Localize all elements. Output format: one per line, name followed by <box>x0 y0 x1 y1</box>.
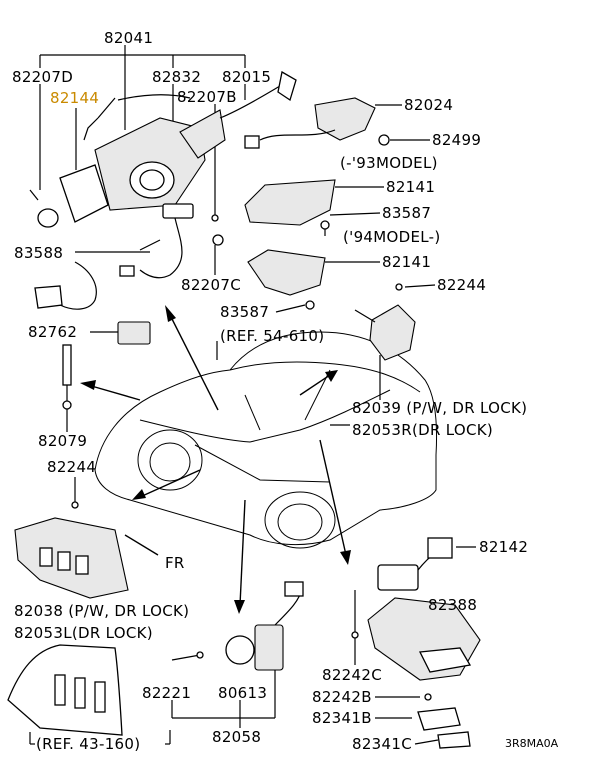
label-82341B[interactable]: 82341B <box>312 709 372 727</box>
label-82762[interactable]: 82762 <box>28 323 77 341</box>
label-82142[interactable]: 82142 <box>479 538 528 556</box>
switch-panel-82141-bottom <box>247 249 403 310</box>
window-switch-left-82038 <box>14 501 129 599</box>
label-80613[interactable]: 80613 <box>218 684 267 702</box>
relay-82039 <box>354 304 416 361</box>
label-82499[interactable]: 82499 <box>432 131 481 149</box>
label-82058[interactable]: 82058 <box>212 728 261 746</box>
door-switch-82058 <box>196 581 304 671</box>
diagram-code: 3R8MA0A <box>505 737 559 750</box>
pointer-arrows <box>80 305 351 614</box>
label-model-93: (-'93MODEL) <box>340 154 438 172</box>
label-82079[interactable]: 82079 <box>38 432 87 450</box>
label-82341C[interactable]: 82341C <box>352 735 412 753</box>
cruise-switch-82024 <box>244 97 390 149</box>
switch-bezel-43-160 <box>7 644 123 736</box>
switch-panel-82141-top <box>244 179 336 236</box>
label-82039[interactable]: 82039 (P/W, DR LOCK) <box>352 399 527 417</box>
label-82244-b[interactable]: 82244 <box>47 458 96 476</box>
label-82024[interactable]: 82024 <box>404 96 453 114</box>
label-82207B[interactable]: 82207B <box>177 88 237 106</box>
label-82015[interactable]: 82015 <box>222 68 271 86</box>
label-ref-43-160[interactable]: (REF. 43-160) <box>36 735 140 753</box>
label-82207C[interactable]: 82207C <box>181 276 241 294</box>
label-82244-a[interactable]: 82244 <box>437 276 486 294</box>
label-ref-54-610[interactable]: (REF. 54-610) <box>220 327 324 345</box>
label-82242C[interactable]: 82242C <box>322 666 382 684</box>
label-83588[interactable]: 83588 <box>14 244 63 262</box>
label-82141-a[interactable]: 82141 <box>386 178 435 196</box>
label-83587-a[interactable]: 83587 <box>382 204 431 222</box>
label-82141-b[interactable]: 82141 <box>382 253 431 271</box>
room-lamp-82388 <box>351 537 481 749</box>
label-82053R[interactable]: 82053R(DR LOCK) <box>352 421 493 439</box>
label-82388[interactable]: 82388 <box>428 596 477 614</box>
label-82041[interactable]: 82041 <box>104 29 153 47</box>
label-82144[interactable]: 82144 <box>50 89 99 107</box>
part-labels: 82041 82207D 82832 82015 82144 82207B 82… <box>12 29 559 753</box>
label-82832[interactable]: 82832 <box>152 68 201 86</box>
label-83587-b[interactable]: 83587 <box>220 303 269 321</box>
combination-switch-assembly <box>29 70 297 279</box>
label-front-direction: FR <box>165 554 185 572</box>
label-82038[interactable]: 82038 (P/W, DR LOCK) <box>14 602 189 620</box>
label-82207D[interactable]: 82207D <box>12 68 73 86</box>
label-82242B[interactable]: 82242B <box>312 688 372 706</box>
label-model-94: ('94MODEL-) <box>343 228 441 246</box>
connector-harness <box>34 261 151 410</box>
label-82221[interactable]: 82221 <box>142 684 191 702</box>
car-body-outline <box>94 331 438 549</box>
label-82053L[interactable]: 82053L(DR LOCK) <box>14 624 153 642</box>
